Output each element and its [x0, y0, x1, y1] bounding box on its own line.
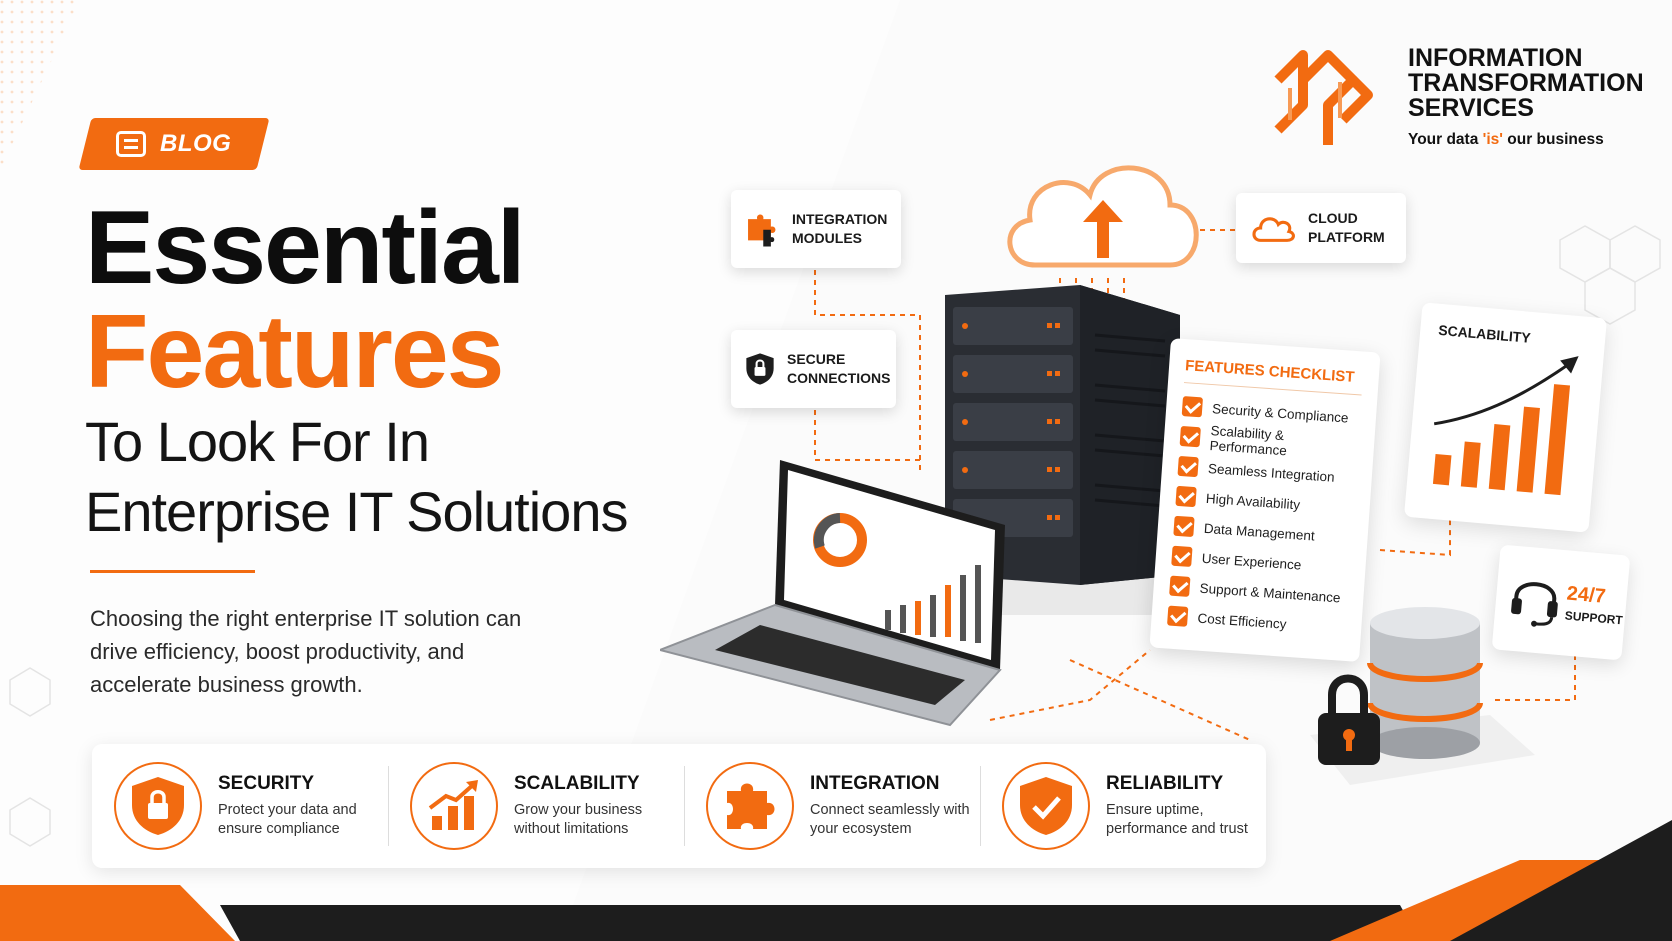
- tagline-part: our business: [1502, 131, 1604, 148]
- feature-security[interactable]: SECURITY Protect your data and ensure co…: [92, 744, 388, 868]
- support-label: SUPPORT: [1564, 608, 1624, 628]
- feature-description: Protect your data and ensure compliance: [218, 802, 357, 837]
- feature-integration[interactable]: INTEGRATION Connect seamlessly with your…: [684, 744, 980, 868]
- shield-lock-icon: [746, 353, 774, 385]
- feature-description: Connect seamlessly with your ecosystem: [810, 802, 970, 837]
- company-logo-icon: [1274, 50, 1373, 145]
- growth-chart-icon: [428, 780, 478, 830]
- shield-check-icon: [1020, 777, 1072, 835]
- support-hours: 24/7: [1565, 582, 1607, 608]
- padlock-icon: [1318, 674, 1380, 765]
- checklist-item-label: Data Management: [1203, 520, 1316, 544]
- headline-line-1: Essential: [85, 190, 526, 306]
- scalability-card: SCALABILITY: [1403, 302, 1608, 533]
- checkbox-checked-icon: [1171, 545, 1193, 568]
- database-icon: [1310, 607, 1535, 785]
- cloud-icon: [1252, 217, 1295, 242]
- checklist-item-label: Cost Efficiency: [1197, 610, 1287, 632]
- checkbox-checked-icon: [1175, 485, 1197, 508]
- cloud-upload-icon: [1007, 165, 1199, 268]
- company-name: INFORMATION TRANSFORMATION SERVICES: [1408, 44, 1644, 122]
- cloud-platform-card[interactable]: CLOUD PLATFORM: [1236, 193, 1406, 263]
- checklist-item-label: High Availability: [1205, 490, 1301, 512]
- feature-icon-frame: [114, 762, 202, 850]
- headset-icon: [1511, 582, 1558, 627]
- cloud-platform-label: CLOUD PLATFORM: [1307, 210, 1385, 245]
- checklist-item-label: Seamless Integration: [1207, 460, 1336, 485]
- feature-title: SECURITY: [218, 773, 315, 794]
- tagline-part: Your data: [1408, 131, 1483, 148]
- checklist-item-label: User Experience: [1201, 550, 1302, 573]
- checklist-title: FEATURES CHECKLIST: [1183, 357, 1364, 396]
- checkbox-checked-icon: [1179, 425, 1201, 448]
- secure-connections-card[interactable]: SECURE CONNECTIONS: [731, 330, 896, 408]
- checkbox-checked-icon: [1177, 455, 1199, 478]
- server-rack-icon: [935, 285, 1185, 615]
- feature-icon-frame: [410, 762, 498, 850]
- company-tagline: Your data 'is' our business: [1408, 131, 1604, 149]
- secure-connections-label: SECURE CONNECTIONS: [787, 351, 891, 386]
- support-card: 24/7 SUPPORT: [1491, 544, 1631, 661]
- checklist-item-label: Security & Compliance: [1211, 400, 1350, 426]
- puzzle-icon: [727, 783, 775, 829]
- shield-lock-icon: [132, 777, 184, 835]
- checkbox-checked-icon: [1173, 515, 1195, 538]
- feature-title: RELIABILITY: [1106, 773, 1224, 794]
- integration-modules-label: INTEGRATION MODULES: [792, 211, 888, 246]
- checkbox-checked-icon: [1181, 396, 1204, 418]
- feature-icon-frame: [1002, 762, 1090, 850]
- headline-line-2: Features: [85, 294, 505, 410]
- feature-description: Grow your business without limitations: [514, 802, 643, 837]
- feature-scalability[interactable]: SCALABILITY Grow your business without l…: [388, 744, 684, 868]
- feature-title: INTEGRATION: [810, 773, 940, 794]
- laptop-dashboard-icon: [660, 460, 1005, 727]
- feature-reliability[interactable]: RELIABILITY Ensure uptime, performance a…: [980, 744, 1276, 868]
- feature-description: Ensure uptime, performance and trust: [1106, 802, 1248, 837]
- headline-line-4: Enterprise IT Solutions: [85, 480, 628, 543]
- intro-paragraph: Choosing the right enterprise IT solutio…: [90, 606, 522, 697]
- tagline-highlight: 'is': [1482, 131, 1503, 148]
- checkbox-checked-icon: [1167, 605, 1189, 627]
- features-bar: SECURITY Protect your data and ensure co…: [92, 744, 1266, 868]
- headline-line-3: To Look For In: [85, 410, 430, 473]
- feature-icon-frame: [706, 762, 794, 850]
- growth-chart-icon: [1432, 356, 1579, 496]
- puzzle-icon: [748, 214, 776, 247]
- headline-divider: [90, 570, 255, 573]
- integration-modules-card[interactable]: INTEGRATION MODULES: [731, 190, 901, 268]
- checkbox-checked-icon: [1169, 575, 1191, 597]
- feature-title: SCALABILITY: [514, 773, 640, 794]
